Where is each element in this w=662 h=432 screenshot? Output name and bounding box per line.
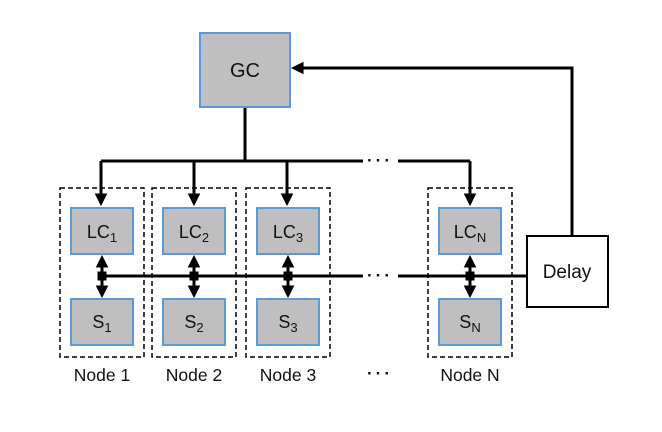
lcN-box bbox=[438, 207, 502, 255]
nodeN-frame bbox=[427, 187, 513, 358]
node1-caption: Node 1 bbox=[74, 365, 130, 385]
lc3-label: LC3 bbox=[273, 222, 303, 245]
node2-caption: Node 2 bbox=[166, 365, 222, 385]
lc2-label-base: LC bbox=[179, 222, 202, 242]
lc2-label-sub: 2 bbox=[202, 230, 209, 245]
s3-label: S3 bbox=[278, 312, 297, 335]
lc3-box bbox=[256, 207, 320, 255]
delay-box bbox=[526, 235, 609, 308]
s3-label-sub: 3 bbox=[290, 320, 297, 335]
sN-label-sub: N bbox=[471, 320, 480, 335]
lc3-label-base: LC bbox=[273, 222, 296, 242]
lc3-label-sub: 3 bbox=[296, 230, 303, 245]
s1-label: S1 bbox=[92, 312, 111, 335]
s2-label-sub: 2 bbox=[196, 320, 203, 335]
s1-box bbox=[70, 298, 134, 346]
delay-feedback-arrow bbox=[290, 61, 574, 236]
lcN-label-sub: N bbox=[477, 230, 486, 245]
node3-frame bbox=[245, 187, 331, 358]
s3-label-base: S bbox=[278, 312, 290, 332]
lc2-label: LC2 bbox=[179, 222, 209, 245]
lc1-label-base: LC bbox=[87, 222, 110, 242]
nodeN-caption: Node N bbox=[440, 365, 499, 385]
junction-dot-node1 bbox=[97, 271, 107, 281]
lcN-label: LCN bbox=[454, 222, 486, 245]
gc-label: GC bbox=[230, 60, 260, 82]
lcN-label-base: LC bbox=[454, 222, 477, 242]
gc-box bbox=[199, 32, 291, 108]
sN-label: SN bbox=[459, 312, 480, 335]
s1-label-sub: 1 bbox=[104, 320, 111, 335]
s2-label: S2 bbox=[184, 312, 203, 335]
s2-label-base: S bbox=[184, 312, 196, 332]
delay-label: Delay bbox=[543, 262, 592, 283]
s2-box bbox=[162, 298, 226, 346]
node1-frame bbox=[59, 187, 145, 358]
lc1-label-sub: 1 bbox=[110, 230, 117, 245]
junction-dot-nodeN bbox=[465, 271, 475, 281]
junction-dot-node2 bbox=[189, 271, 199, 281]
node3-caption: Node 3 bbox=[260, 365, 316, 385]
junction-dot-node3 bbox=[283, 271, 293, 281]
s1-label-base: S bbox=[92, 312, 104, 332]
s3-box bbox=[256, 298, 320, 346]
sN-box bbox=[438, 298, 502, 346]
node2-frame bbox=[151, 187, 237, 358]
lc2-box bbox=[162, 207, 226, 255]
sN-label-base: S bbox=[459, 312, 471, 332]
lc1-label: LC1 bbox=[87, 222, 117, 245]
lc1-box bbox=[70, 207, 134, 255]
sync-line-ellipsis: ··· bbox=[367, 266, 393, 285]
bus-ellipsis: ··· bbox=[367, 151, 393, 170]
node-captions-ellipsis: ··· bbox=[367, 364, 393, 383]
